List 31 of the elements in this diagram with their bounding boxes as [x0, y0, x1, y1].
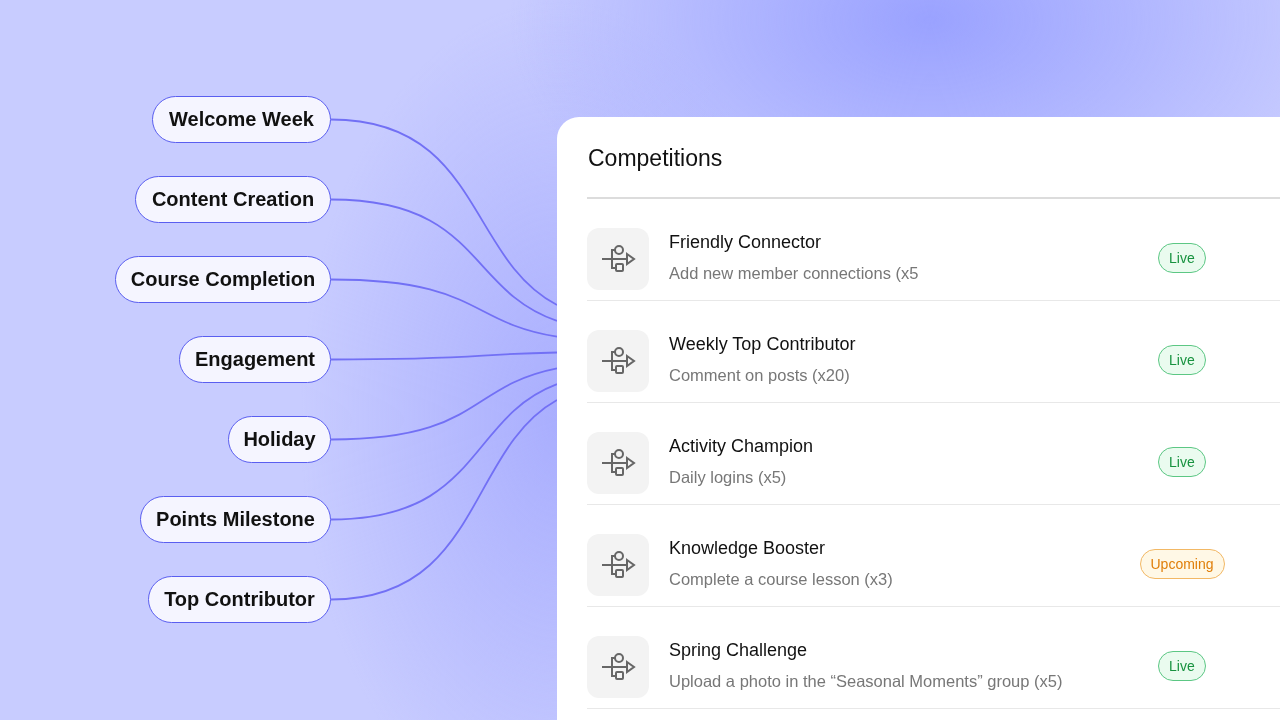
connector-line [330, 399, 558, 601]
category-pill: Content Creation [135, 176, 331, 223]
competition-description: Upload a photo in the “Seasonal Moments” group (x5) [669, 672, 1063, 691]
status-badge: Live [1158, 345, 1206, 375]
category-pill: Engagement [179, 336, 331, 383]
category-pill: Course Completion [115, 256, 331, 303]
panel-title: Competitions [588, 145, 723, 172]
category-pill: Holiday [228, 416, 331, 463]
category-pill: Points Milestone [140, 496, 331, 543]
connector-line [330, 367, 558, 441]
connector-line [330, 351, 558, 361]
competition-description: Comment on posts (x20) [669, 366, 850, 385]
status-badge: Live [1158, 447, 1206, 477]
category-pill: Welcome Week [152, 96, 331, 143]
competition-title: Weekly Top Contributor [669, 334, 856, 355]
competition-title: Spring Challenge [669, 640, 808, 661]
category-pill: Top Contributor [148, 576, 331, 623]
connector-line [330, 278, 558, 338]
status-badge: Live [1158, 651, 1206, 681]
competition-description: Complete a course lesson (x3) [669, 570, 893, 589]
panel-card [557, 117, 1280, 720]
competition-title: Friendly Connector [669, 232, 822, 253]
competition-description: Add new member connections (x5 [669, 264, 919, 283]
connector-line [330, 118, 558, 306]
status-badge: Live [1158, 243, 1206, 273]
status-badge: Upcoming [1139, 549, 1225, 579]
connector-line [330, 383, 558, 521]
connector-line [330, 198, 558, 322]
competition-description: Daily logins (x5) [669, 468, 787, 487]
competition-title: Knowledge Booster [669, 538, 826, 559]
competition-title: Activity Champion [669, 436, 814, 457]
